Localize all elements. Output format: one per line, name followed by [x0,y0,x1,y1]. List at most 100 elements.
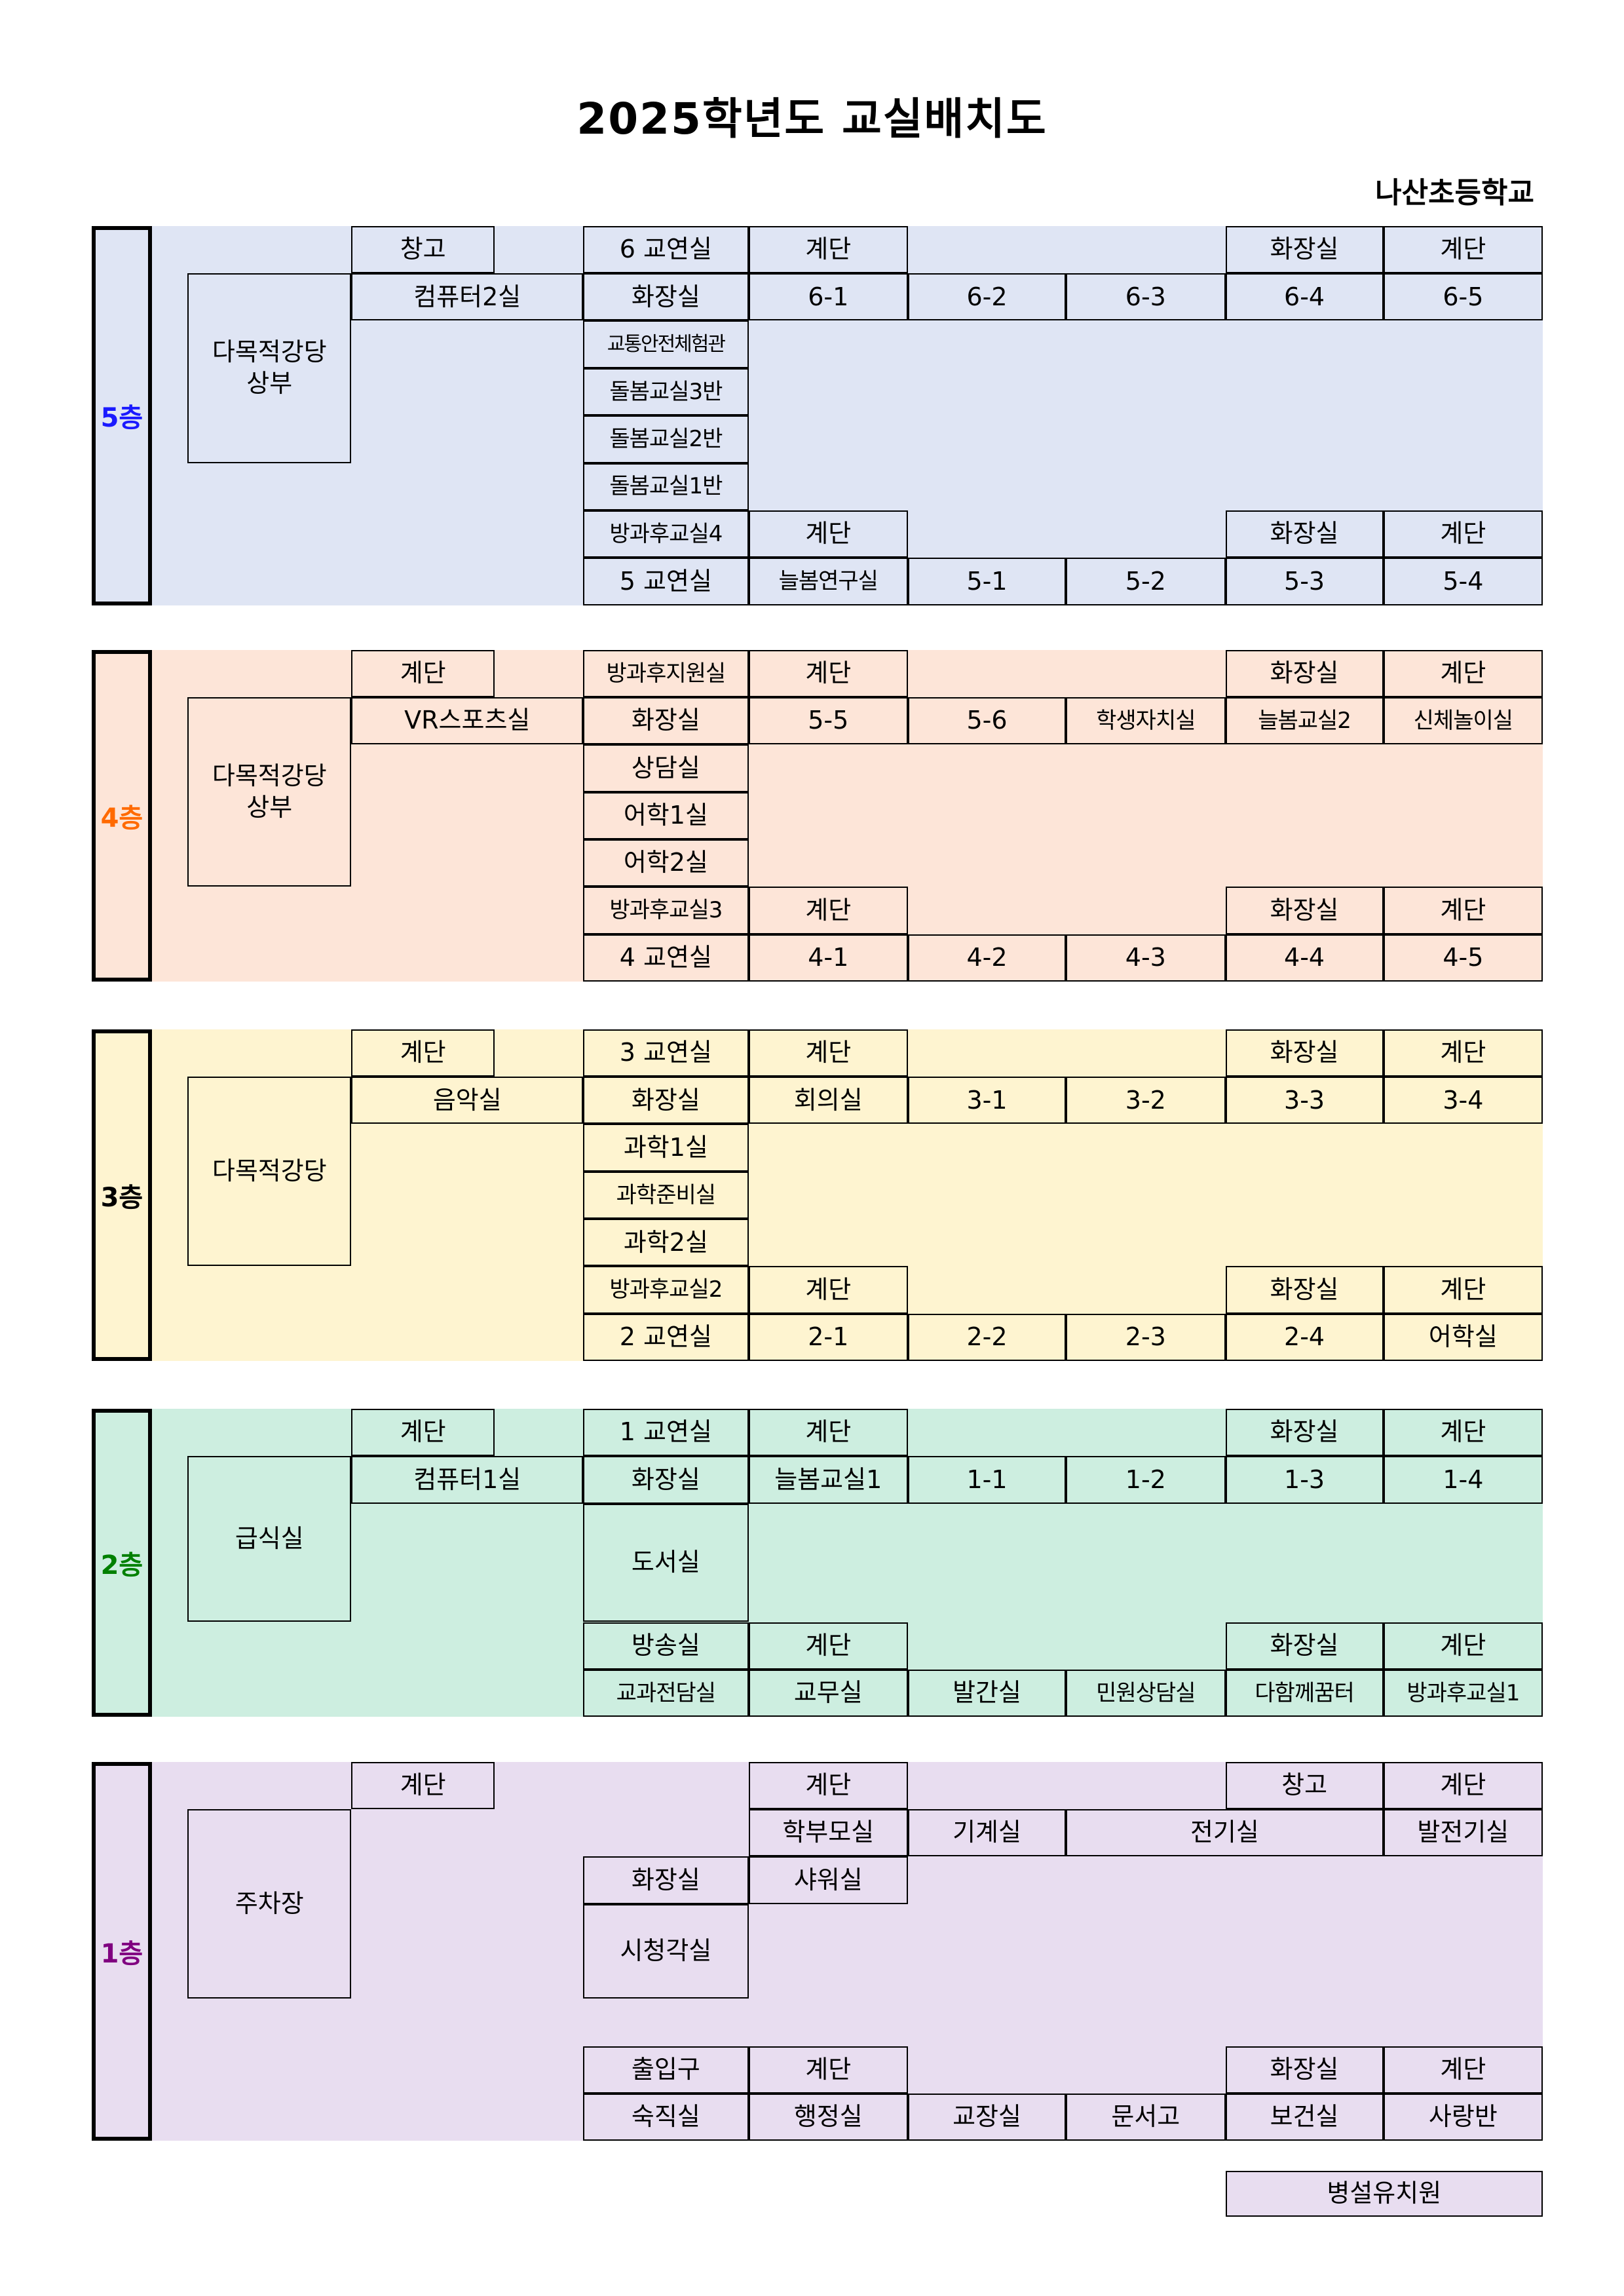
room-cell: 5-3 [1225,558,1384,605]
room-cell: 교통안전체험관 [583,320,749,368]
room-cell: 음악실 [351,1077,584,1124]
room-cell: 늘봄연구실 [748,558,908,605]
stairs-cell: 계단 [1383,887,1543,934]
classroom-cell: 1-4 [1383,1456,1543,1504]
classroom-cell: 신체놀이실 [1383,697,1543,745]
restroom-cell: 화장실 [1225,2046,1384,2094]
classroom-cell: 1-2 [1066,1456,1226,1504]
room-cell: 4-4 [1225,934,1384,982]
floor-label: 2층 [91,1408,153,1717]
room-cell: 다함께꿈터 [1225,1669,1384,1717]
school-name: 나산초등학교 [1375,176,1534,210]
classroom-cell: 1-3 [1225,1456,1384,1504]
room-cell: 4-2 [907,934,1067,982]
room-cell: 4-5 [1383,934,1543,982]
restroom-cell: 화장실 [1225,1266,1384,1314]
room-cell: 전기실 [1066,1808,1384,1857]
stairs-cell: 계단 [748,887,908,934]
floor-background [152,1761,1543,2141]
room-cell: 5-4 [1383,558,1543,605]
classroom-cell: 3-3 [1225,1077,1384,1124]
restroom-cell: 화장실 [1225,649,1384,697]
stairs-cell: 계단 [1383,649,1543,697]
room-cell: 어학2실 [583,839,749,887]
room-cell: 발간실 [907,1669,1067,1717]
room-cell: 발전기실 [1383,1808,1543,1857]
room-cell: 학부모실 [748,1808,908,1857]
floor-label: 3층 [91,1029,153,1362]
classroom-cell: 6-5 [1383,273,1543,321]
room-cell: 교무실 [748,1669,908,1717]
room-cell: 컴퓨터1실 [351,1456,584,1504]
room-cell: 6 교연실 [583,225,749,274]
room-cell: 어학실 [1383,1313,1543,1362]
classroom-cell: 5-6 [907,697,1067,745]
classroom-cell: 6-3 [1066,273,1226,321]
stairs-cell: 계단 [351,1761,495,1809]
page-title: 2025학년도 교실배치도 [576,94,1048,144]
room-cell: 2-3 [1066,1313,1226,1362]
room-cell: 돌봄교실1반 [583,463,749,510]
room-cell: 1 교연실 [583,1408,749,1457]
room-cell: 과학준비실 [583,1171,749,1219]
kindergarten-annex: 병설유치원 [1225,2170,1543,2217]
room-cell: 2-4 [1225,1313,1384,1362]
room-cell: 계단 [351,1408,495,1457]
room-cell: 문서고 [1066,2093,1226,2141]
room-cell: 과학2실 [583,1219,749,1267]
room-cell: 상담실 [583,744,749,792]
storage-cell: 창고 [1225,1761,1384,1809]
room-cell: 돌봄교실2반 [583,415,749,463]
stairs-cell: 계단 [1383,225,1543,274]
stairs-cell: 계단 [748,1761,908,1809]
room-cell: 어학1실 [583,792,749,839]
stairs-cell: 계단 [748,649,908,697]
room-cell: 교과전담실 [583,1669,749,1717]
room-cell: 행정실 [748,2093,908,2141]
restroom-cell: 화장실 [583,697,749,745]
stairs-cell: 계단 [1383,1029,1543,1077]
stairs-cell: 계단 [748,510,908,558]
room-cell: 숙직실 [583,2093,749,2141]
auditorium-cell: 다목적강당 [187,1077,352,1267]
room-cell: 5-1 [907,558,1067,605]
room-cell: 2-2 [907,1313,1067,1362]
classroom-cell: 3-1 [907,1077,1067,1124]
classroom-cell: 1-1 [907,1456,1067,1504]
classroom-cell: 3-4 [1383,1077,1543,1124]
classroom-cell: 6-1 [748,273,908,321]
classroom-cell: 6-2 [907,273,1067,321]
room-cell: 방송실 [583,1622,749,1670]
room-cell: 4-1 [748,934,908,982]
restroom-cell: 화장실 [1225,1408,1384,1457]
stairs-cell: 계단 [748,1266,908,1314]
restroom-cell: 화장실 [1225,510,1384,558]
floor-label: 4층 [91,649,153,982]
room-cell: 돌봄교실3반 [583,368,749,416]
room-cell: 방과후교실3 [583,887,749,934]
room-cell: 민원상담실 [1066,1669,1226,1717]
room-cell: 4 교연실 [583,934,749,982]
restroom-cell: 화장실 [583,1856,749,1904]
room-cell: 5 교연실 [583,558,749,605]
classroom-cell: 학생자치실 [1066,697,1226,745]
restroom-cell: 화장실 [1225,1029,1384,1077]
restroom-cell: 화장실 [583,1077,749,1124]
room-cell: 계단 [351,649,495,697]
restroom-cell: 화장실 [1225,1622,1384,1670]
classroom-cell: 늘봄교실1 [748,1456,908,1504]
room-cell: 5-2 [1066,558,1226,605]
library-cell: 도서실 [583,1503,749,1622]
restroom-cell: 화장실 [1225,887,1384,934]
room-cell: 기계실 [907,1808,1067,1857]
room-cell: VR스포츠실 [351,697,584,745]
restroom-cell: 화장실 [583,1456,749,1504]
restroom-cell: 화장실 [1225,225,1384,274]
classroom-cell: 5-5 [748,697,908,745]
room-cell: 방과후교실2 [583,1266,749,1314]
auditorium-cell: 급식실 [187,1456,352,1622]
classroom-cell: 6-4 [1225,273,1384,321]
room-cell: 방과후지원실 [583,649,749,697]
stairs-cell: 계단 [1383,1408,1543,1457]
stairs-cell: 계단 [748,2046,908,2094]
